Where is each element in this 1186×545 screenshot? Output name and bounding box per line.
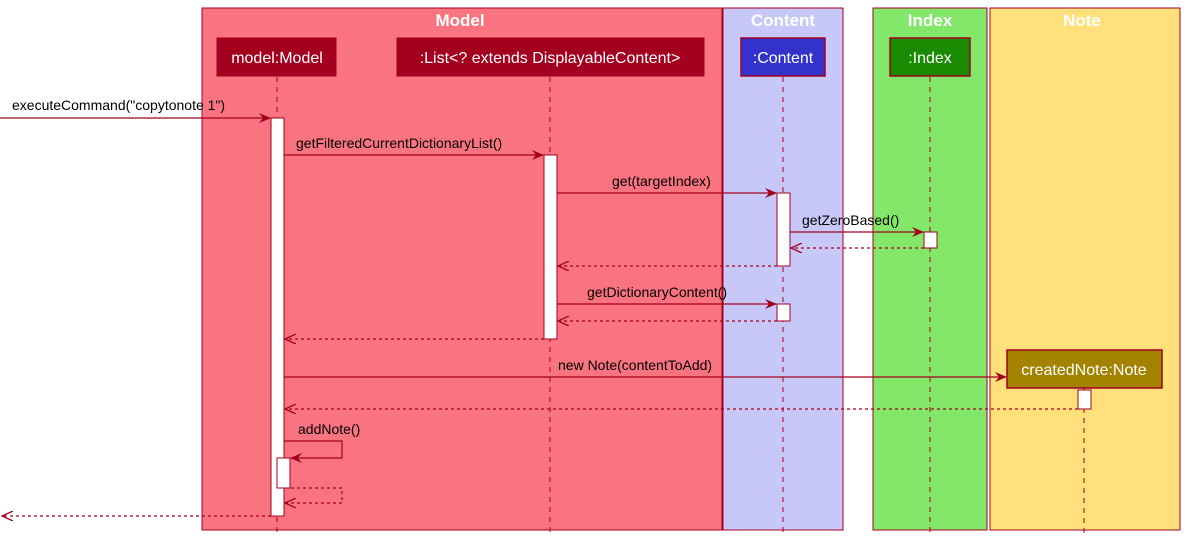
- participant-model-box: [216, 37, 337, 77]
- message-addnote-label: addNote(): [298, 421, 360, 437]
- message-addnote-arrow: [284, 440, 343, 463]
- participant-index-box: [889, 37, 971, 77]
- activation-content-1: [776, 192, 791, 267]
- box-note-title: Note: [1063, 11, 1101, 30]
- participant-index-label: :Index: [908, 50, 952, 67]
- participant-model: model:Model: [216, 37, 337, 77]
- participant-note: createdNote:Note: [1006, 349, 1163, 389]
- message-getfilteredlist-label: getFilteredCurrentDictionaryList(): [296, 135, 502, 151]
- participant-note-label: createdNote:Note: [1021, 362, 1147, 379]
- activation-model-nested: [276, 457, 291, 489]
- message-get-targetindex: get(targetIndex): [557, 173, 777, 198]
- message-getfilteredlist: getFilteredCurrentDictionaryList(): [284, 135, 544, 160]
- message-executecommand-label: executeCommand("copytonote 1"): [12, 97, 225, 113]
- box-index-title: Index: [908, 11, 953, 30]
- activation-note: [1077, 389, 1092, 410]
- participant-note-box: [1006, 349, 1163, 389]
- participant-list-box: [396, 37, 705, 77]
- message-addnote: addNote(): [284, 421, 360, 463]
- box-content-title: Content: [751, 11, 816, 30]
- message-new-note-label: new Note(contentToAdd): [558, 357, 712, 373]
- box-model-area: [201, 7, 723, 531]
- message-getdictionarycontent: getDictionaryContent(): [557, 284, 777, 309]
- activation-index: [923, 231, 938, 249]
- message-return-addnote: [285, 487, 343, 503]
- participant-list: :List<? extends DisplayableContent>: [396, 37, 705, 77]
- message-executecommand: executeCommand("copytonote 1"): [0, 97, 271, 123]
- participant-content: :Content: [740, 37, 826, 77]
- activations: [270, 117, 1092, 517]
- participant-content-box: [740, 37, 826, 77]
- box-note: Note: [989, 7, 1181, 531]
- activation-content-2: [776, 303, 791, 322]
- box-note-area: [989, 7, 1181, 531]
- message-get-targetindex-label: get(targetIndex): [612, 173, 711, 189]
- box-model: Model: [201, 7, 723, 531]
- participant-index: :Index: [889, 37, 971, 77]
- message-getzerobased-label: getZeroBased(): [802, 212, 899, 228]
- participant-list-label: :List<? extends DisplayableContent>: [420, 50, 681, 67]
- message-new-note: new Note(contentToAdd): [284, 357, 1007, 382]
- message-getzerobased: getZeroBased(): [790, 212, 924, 237]
- participant-model-label: model:Model: [231, 50, 323, 67]
- box-content: Content: [722, 7, 844, 531]
- box-model-title: Model: [435, 11, 484, 30]
- message-return-addnote-arrow: [285, 487, 343, 503]
- activation-list: [543, 154, 558, 340]
- participant-content-label: :Content: [753, 50, 814, 67]
- activation-model: [270, 117, 285, 517]
- message-getdictionarycontent-label: getDictionaryContent(): [587, 284, 727, 300]
